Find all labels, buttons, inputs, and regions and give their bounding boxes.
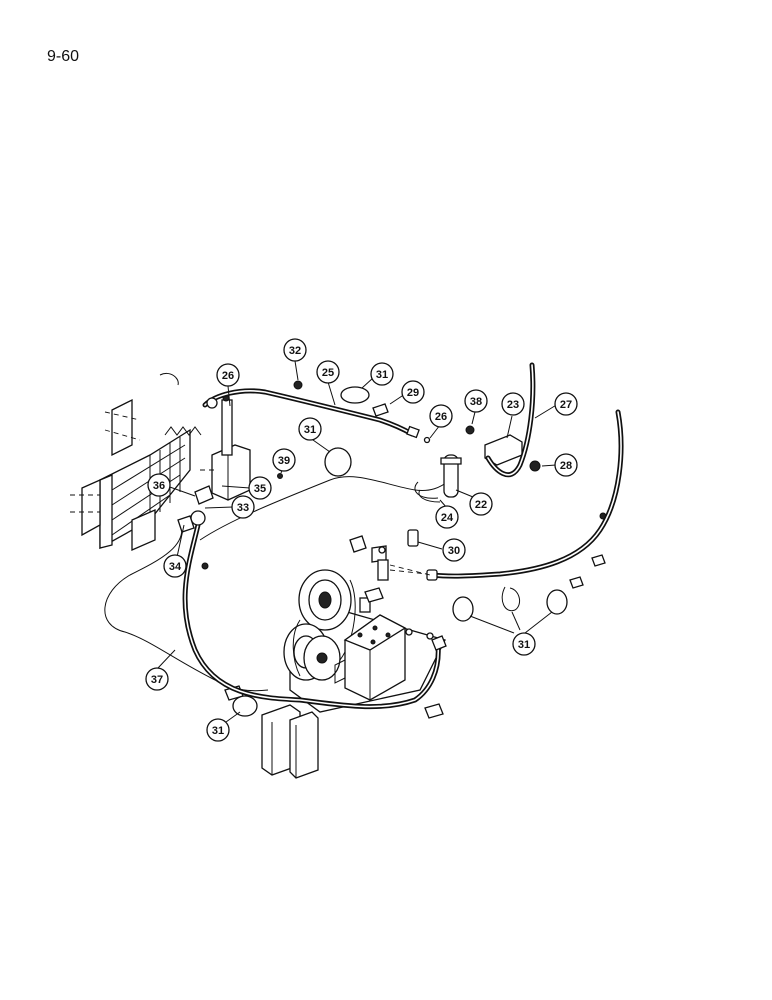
compressor-assembly xyxy=(283,569,446,713)
callout-34: 34 xyxy=(163,554,187,578)
callout-label: 35 xyxy=(254,483,266,495)
callout-29: 29 xyxy=(401,380,425,404)
callout-37: 37 xyxy=(145,667,169,691)
callout-label: 39 xyxy=(278,455,290,467)
callout-30: 30 xyxy=(442,538,466,562)
callout-32: 32 xyxy=(283,338,307,362)
callout-label: 22 xyxy=(475,499,487,511)
callout-label: 30 xyxy=(448,545,460,557)
callout-label: 24 xyxy=(441,512,454,524)
mounting-bracket-upper xyxy=(200,394,251,501)
callout-label: 26 xyxy=(222,370,234,382)
callout-27: 27 xyxy=(554,392,578,416)
callout-31: 31 xyxy=(206,718,230,742)
callout-label: 31 xyxy=(376,369,388,381)
callout-label: 31 xyxy=(304,424,316,436)
callout-31: 31 xyxy=(298,417,322,441)
callout-28: 28 xyxy=(554,453,578,477)
callout-24: 24 xyxy=(435,505,459,529)
mounting-bracket-lower xyxy=(261,704,319,779)
hose-discharge xyxy=(177,485,447,719)
callout-label: 33 xyxy=(237,502,249,514)
callout-26: 26 xyxy=(429,404,453,428)
callout-39: 39 xyxy=(272,448,296,472)
callout-label: 25 xyxy=(322,367,334,379)
callout-label: 28 xyxy=(560,460,572,472)
callout-label: 27 xyxy=(560,399,572,411)
callout-35: 35 xyxy=(248,476,272,500)
hose-27 xyxy=(485,362,536,478)
page-number: 9-60 xyxy=(47,48,80,65)
callout-label: 26 xyxy=(435,411,447,423)
callout-label: 29 xyxy=(407,387,419,399)
callout-36: 36 xyxy=(147,473,171,497)
callout-label: 32 xyxy=(289,345,301,357)
callout-33: 33 xyxy=(231,495,255,519)
callout-label: 37 xyxy=(151,674,163,686)
leader-lines xyxy=(157,360,559,723)
callout-25: 25 xyxy=(316,360,340,384)
hose-25 xyxy=(202,388,420,439)
small-fittings xyxy=(201,380,607,570)
callout-label: 38 xyxy=(470,396,482,408)
callout-label: 34 xyxy=(169,561,182,573)
callout-label: 31 xyxy=(212,725,224,737)
callout-23: 23 xyxy=(501,392,525,416)
callout-31: 31 xyxy=(370,362,394,386)
hose-suction-right xyxy=(389,409,624,589)
callouts: 32 25 31 26 29 26 38 23 27 31 39 xyxy=(145,338,578,742)
callout-38: 38 xyxy=(464,389,488,413)
callout-label: 23 xyxy=(507,399,519,411)
receiver-drier xyxy=(414,434,523,503)
callout-26: 26 xyxy=(216,363,240,387)
callout-22: 22 xyxy=(469,492,493,516)
callout-31: 31 xyxy=(512,632,536,656)
callout-label: 31 xyxy=(518,639,530,651)
callout-label: 36 xyxy=(153,480,165,492)
compressor-fittings xyxy=(349,529,431,613)
